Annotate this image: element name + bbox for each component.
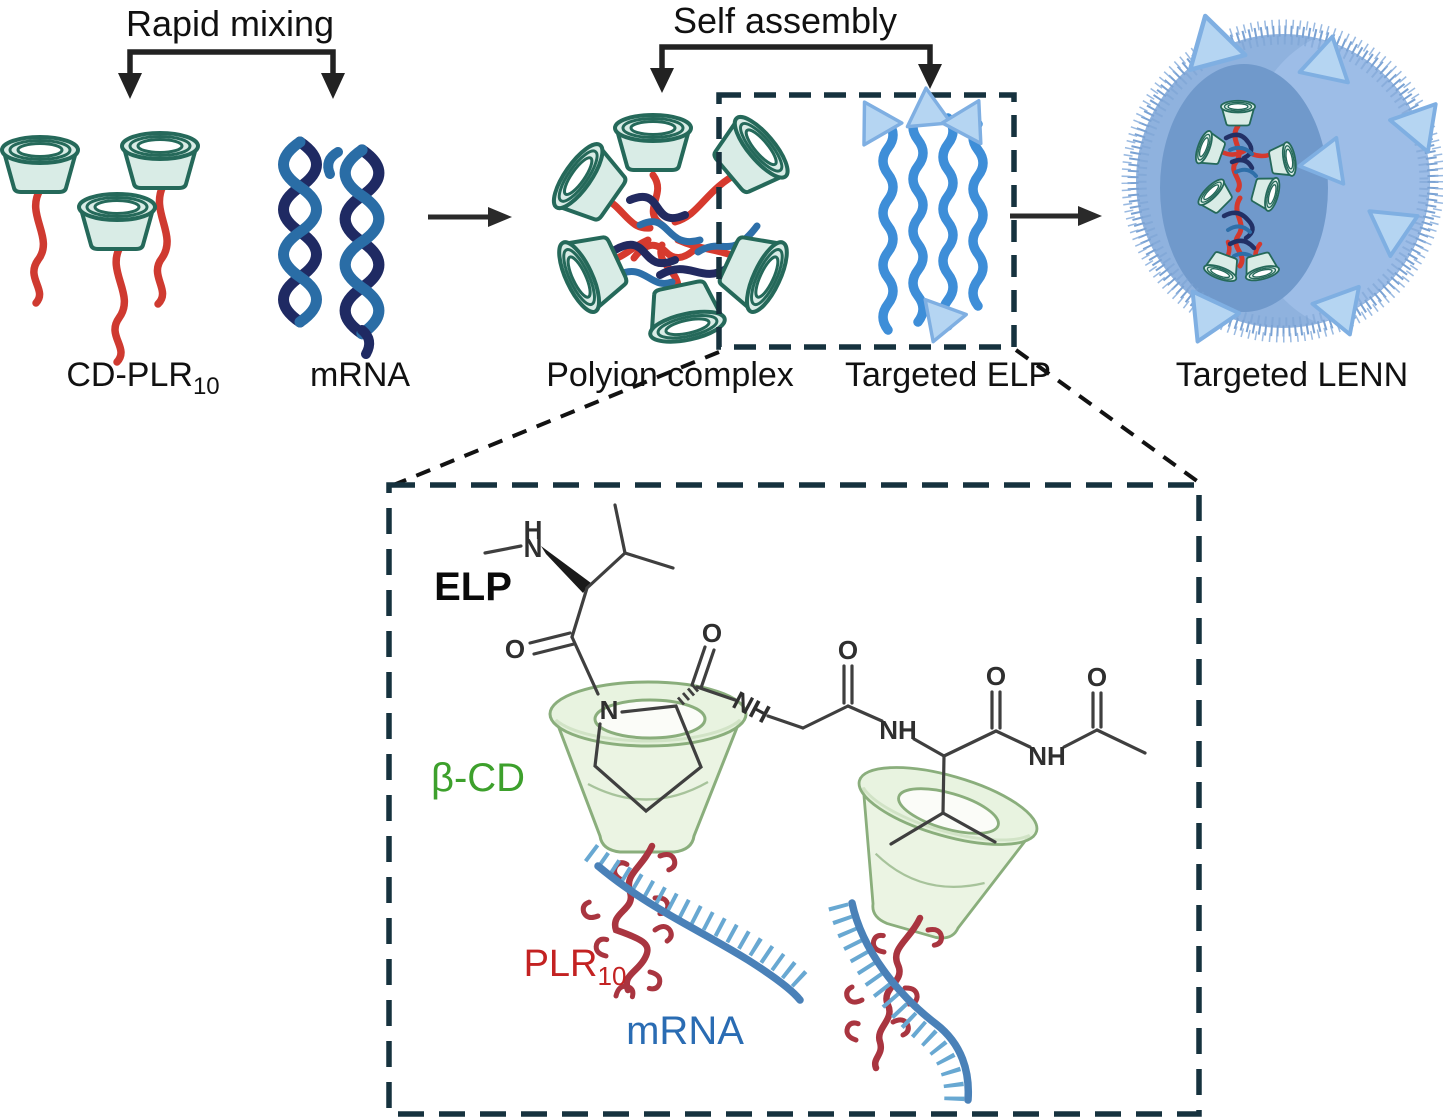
targeted-elp-graphic (843, 84, 1000, 351)
plr-chain-1 (581, 842, 677, 1004)
plr-label: PLR10 (524, 943, 627, 991)
inset-box (386, 482, 1202, 1117)
targeted-lenn-graphic (1121, 9, 1443, 353)
atom-o: O (986, 661, 1006, 691)
sphere-fuzz-edge (1127, 25, 1439, 337)
self-assembly-bracket: Self assembly (650, 0, 942, 93)
polyion-complex-label: Polyion complex (546, 356, 794, 394)
elp-label: ELP (434, 565, 512, 609)
cyclodextrin-cup-icon (1220, 99, 1256, 127)
cyclodextrin-cup-icon (710, 222, 797, 320)
rapid-mixing-label: Rapid mixing (126, 3, 334, 44)
mrna-comb-2 (828, 899, 973, 1105)
cyclodextrin-cup-icon (120, 131, 200, 190)
atom-o: O (702, 618, 722, 648)
rapid-mixing-bracket: Rapid mixing (118, 3, 345, 99)
atom-nh: NH (1028, 741, 1066, 771)
mrna-top-label: mRNA (310, 356, 410, 394)
targeted-lenn-label: Targeted LENN (1176, 356, 1408, 394)
encapsulated-polyion-complexes (1191, 99, 1299, 286)
atom-o: O (505, 634, 525, 664)
chemical-structure: H N O N O NH O NH O NH O (483, 503, 1147, 846)
mrna-comb-1 (583, 844, 814, 1004)
inset-structure: H N O N O NH O NH O NH O (431, 503, 1147, 1105)
atom-h: H (524, 515, 543, 545)
atom-n-proline: N (600, 695, 619, 725)
atom-n: N (524, 533, 543, 563)
polyion-complex-graphic (543, 107, 798, 350)
down-arrow-icon (118, 73, 142, 99)
cd-plr-graphic (0, 131, 200, 366)
cyclodextrin-cup-icon (613, 113, 693, 172)
targeted-elp-label: Targeted ELP (845, 356, 1051, 394)
atom-o: O (838, 635, 858, 665)
cyclodextrin-cup-icon (549, 222, 636, 320)
down-arrow-icon (321, 73, 345, 99)
atom-o: O (1087, 662, 1107, 692)
beta-cd-label: β-CD (431, 756, 525, 800)
zoom-connector-left (390, 350, 720, 488)
down-arrow-icon (650, 68, 674, 93)
mrna-inset-label: mRNA (626, 1009, 744, 1053)
down-arrow-icon (918, 64, 942, 89)
cyclodextrin-cup-icon (0, 135, 80, 194)
wedge-bond (541, 546, 591, 593)
arrow-right-icon (1010, 206, 1102, 226)
zoom-region-box (716, 92, 1017, 350)
mrna-helices (284, 142, 379, 359)
self-assembly-label: Self assembly (673, 0, 897, 41)
beta-cd-cone-icon (548, 680, 748, 854)
atom-nh: NH (879, 715, 917, 745)
cyclodextrin-cup-icon (77, 192, 157, 251)
zoom-connector-right (1014, 348, 1199, 483)
cyclodextrin-cup-icon (639, 275, 730, 350)
cd-plr-label: CD-PLR10 (66, 356, 219, 400)
arrow-right-icon (428, 207, 512, 227)
